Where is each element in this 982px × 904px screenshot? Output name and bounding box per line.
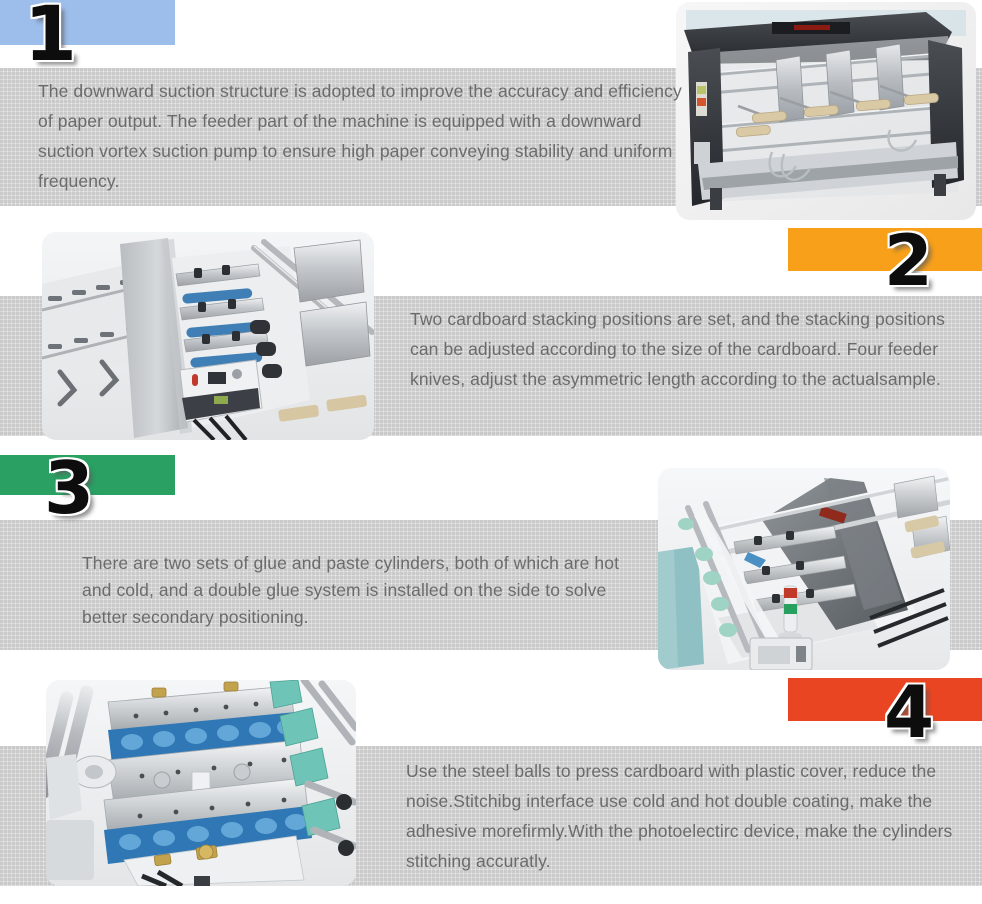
stacking-positions-illustration xyxy=(42,232,374,440)
section-4-number: 4 xyxy=(884,670,935,754)
section-2-text: Two cardboard stacking positions are set… xyxy=(410,309,946,389)
machine-feeder-illustration xyxy=(676,2,976,220)
steel-balls-stitching-illustration xyxy=(46,680,356,886)
section-1-text: The downward suction structure is adopte… xyxy=(38,81,682,191)
section-2-color-tab xyxy=(788,228,982,271)
section-4-photo xyxy=(46,680,356,886)
section-3-color-tab xyxy=(0,455,175,495)
section-4-color-tab xyxy=(788,678,982,721)
section-3-photo xyxy=(658,468,950,670)
section-1-number: 1 xyxy=(24,0,77,78)
section-1-photo xyxy=(676,2,976,220)
section-4-text: Use the steel balls to press cardboard w… xyxy=(406,761,953,871)
section-3-number: 3 xyxy=(44,446,95,530)
section-2-number: 2 xyxy=(884,220,933,302)
section-2-photo xyxy=(42,232,374,440)
section-3-text: There are two sets of glue and paste cyl… xyxy=(82,553,620,627)
glue-cylinders-illustration xyxy=(658,468,950,670)
section-1-color-tab xyxy=(0,0,175,45)
